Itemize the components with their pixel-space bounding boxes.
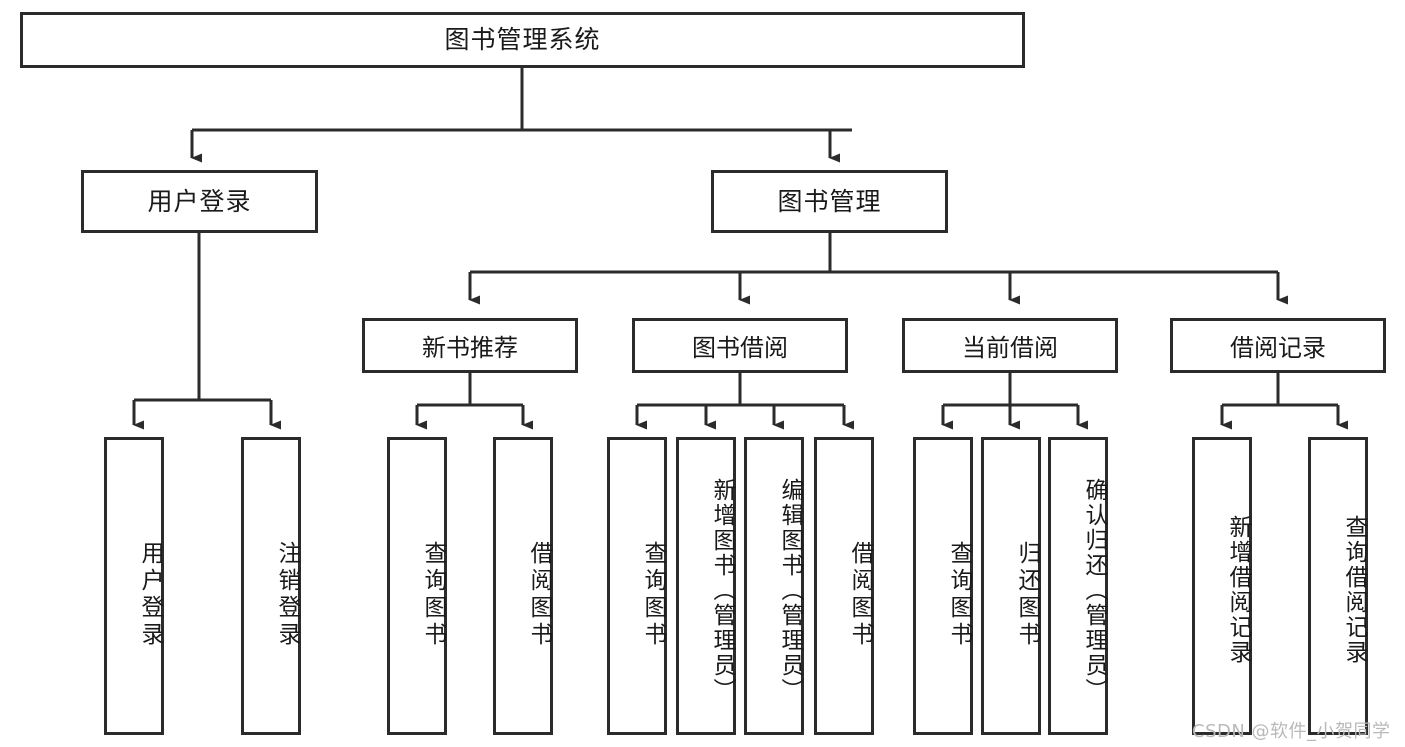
node-new-book-recommend[interactable]: 新书推荐: [362, 318, 578, 373]
watermark-text: CSDN @软件_小贺同学: [1192, 721, 1391, 742]
node-leaf-user-login-label: 用户登录: [137, 541, 163, 649]
node-leaf-query-record[interactable]: 查询借阅记录: [1308, 437, 1368, 735]
node-leaf-add-record[interactable]: 新增借阅记录: [1192, 437, 1252, 735]
node-leaf-query-book-3[interactable]: 查询图书: [913, 437, 973, 735]
node-leaf-query-book-1[interactable]: 查询图书: [387, 437, 447, 735]
node-leaf-add-book-label: 新增图书（管理员）: [709, 477, 735, 703]
node-leaf-add-record-label: 新增借阅记录: [1225, 515, 1251, 665]
node-current-borrow-label: 当前借阅: [962, 334, 1058, 362]
node-leaf-query-book-2-label: 查询图书: [640, 541, 666, 649]
node-new-book-recommend-label: 新书推荐: [422, 334, 518, 362]
node-leaf-edit-book[interactable]: 编辑图书（管理员）: [744, 437, 804, 735]
node-leaf-borrow-book-2[interactable]: 借阅图书: [814, 437, 874, 735]
node-book-borrow-label: 图书借阅: [692, 334, 788, 362]
node-leaf-return-book-label: 归还图书: [1014, 541, 1040, 649]
node-leaf-borrow-book-2-label: 借阅图书: [847, 541, 873, 649]
node-leaf-query-record-label: 查询借阅记录: [1341, 515, 1367, 665]
node-leaf-edit-book-label: 编辑图书（管理员）: [777, 477, 803, 703]
node-leaf-user-logout[interactable]: 注销登录: [241, 437, 301, 735]
node-root-label: 图书管理系统: [444, 25, 601, 55]
node-root[interactable]: 图书管理系统: [20, 12, 1025, 68]
node-leaf-confirm-return-label: 确认归还（管理员）: [1081, 477, 1107, 703]
node-book-borrow[interactable]: 图书借阅: [632, 318, 848, 373]
node-user-login-label: 用户登录: [147, 186, 252, 216]
node-borrow-record-label: 借阅记录: [1230, 334, 1326, 362]
node-leaf-query-book-1-label: 查询图书: [420, 541, 446, 649]
node-leaf-return-book[interactable]: 归还图书: [981, 437, 1041, 735]
node-leaf-query-book-2[interactable]: 查询图书: [607, 437, 667, 735]
node-leaf-add-book[interactable]: 新增图书（管理员）: [676, 437, 736, 735]
node-user-login[interactable]: 用户登录: [81, 170, 318, 233]
node-leaf-user-login[interactable]: 用户登录: [104, 437, 164, 735]
node-book-manage-label: 图书管理: [777, 186, 882, 216]
node-book-manage[interactable]: 图书管理: [711, 170, 948, 233]
node-current-borrow[interactable]: 当前借阅: [902, 318, 1118, 373]
node-leaf-query-book-3-label: 查询图书: [946, 541, 972, 649]
node-leaf-borrow-book-1[interactable]: 借阅图书: [493, 437, 553, 735]
node-leaf-user-logout-label: 注销登录: [274, 541, 300, 649]
node-leaf-confirm-return[interactable]: 确认归还（管理员）: [1048, 437, 1108, 735]
node-leaf-borrow-book-1-label: 借阅图书: [526, 541, 552, 649]
node-borrow-record[interactable]: 借阅记录: [1170, 318, 1386, 373]
